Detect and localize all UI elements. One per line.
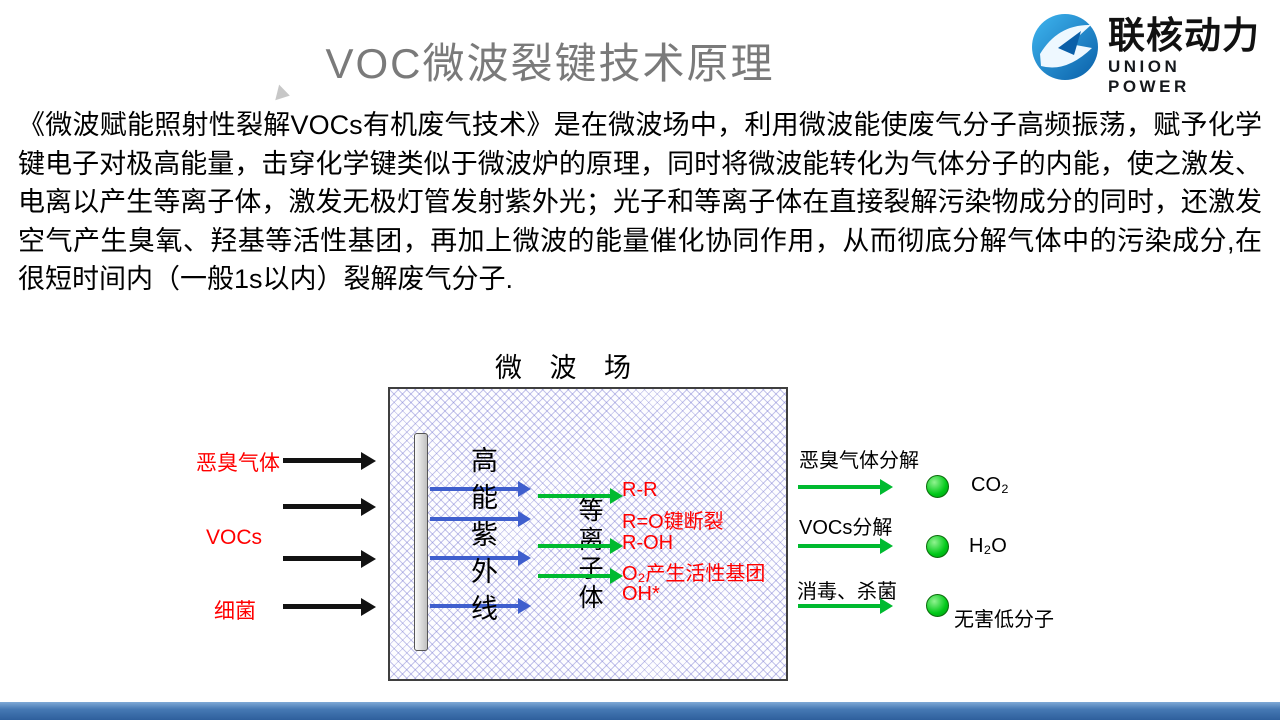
microwave-chamber-box — [388, 387, 788, 681]
reaction-r-oh: R-OH — [622, 532, 674, 554]
input-label-bacteria: 细菌 — [214, 600, 256, 623]
input-arrow-2 — [283, 504, 361, 509]
uv-arrow-2 — [430, 517, 518, 521]
reaction-r-r: R-R — [622, 479, 658, 501]
plasma-vertical-label: 等离子体 — [575, 497, 603, 613]
microwave-field-label: 微 波 场 — [494, 353, 641, 383]
plasma-arrow-1 — [538, 494, 610, 498]
plasma-arrow-2 — [538, 544, 610, 548]
product-h2o: H₂O — [969, 535, 1007, 557]
input-label-odor-gas: 恶臭气体 — [196, 452, 280, 475]
logo-name: 联核动力 — [1108, 15, 1260, 56]
molecule-ball-harmless — [926, 594, 949, 617]
output-label-odor-decompose: 恶臭气体分解 — [799, 450, 919, 472]
reaction-r-o-bond-break: R=O键断裂 — [622, 511, 724, 533]
product-harmless-molecules: 无害低分子 — [954, 609, 1054, 631]
output-label-disinfect: 消毒、杀菌 — [797, 581, 897, 603]
input-label-vocs: VOCs — [206, 526, 263, 549]
reaction-o2-active-groups: O₂产生活性基团 — [622, 563, 766, 585]
output-arrow-3 — [798, 604, 880, 608]
input-arrow-3 — [283, 556, 361, 561]
triangle-marker-icon — [275, 84, 292, 104]
uv-arrow-1 — [430, 487, 518, 491]
output-arrow-1 — [798, 485, 880, 489]
logo-tagline: UNION POWER — [1108, 57, 1190, 96]
product-co2: CO₂ — [971, 474, 1009, 496]
union-power-logo-icon — [1032, 14, 1098, 80]
input-arrow-1 — [283, 458, 361, 463]
logo: 联核动力 UNION POWER — [1028, 10, 1268, 96]
bottom-accent-bar — [0, 702, 1280, 720]
plasma-arrow-3 — [538, 574, 610, 578]
uv-arrow-4 — [430, 604, 518, 608]
output-arrow-2 — [798, 544, 880, 548]
input-arrow-4 — [283, 604, 361, 609]
page-title: VOC微波裂键技术原理 — [325, 40, 775, 87]
logo-text: 联核动力 UNION POWER — [1108, 16, 1268, 97]
uv-lamp-bar — [414, 433, 428, 651]
output-label-vocs-decompose: VOCs分解 — [799, 517, 893, 539]
uv-arrow-3 — [430, 556, 518, 560]
body-paragraph: 《微波赋能照射性裂解VOCs有机废气技术》是在微波场中，利用微波能使废气分子高频… — [18, 110, 1262, 294]
reaction-oh-radical: OH* — [622, 583, 660, 605]
uv-vertical-label: 高能紫外线 — [467, 446, 497, 631]
molecule-ball-h2o — [926, 535, 949, 558]
molecule-ball-co2 — [926, 475, 949, 498]
